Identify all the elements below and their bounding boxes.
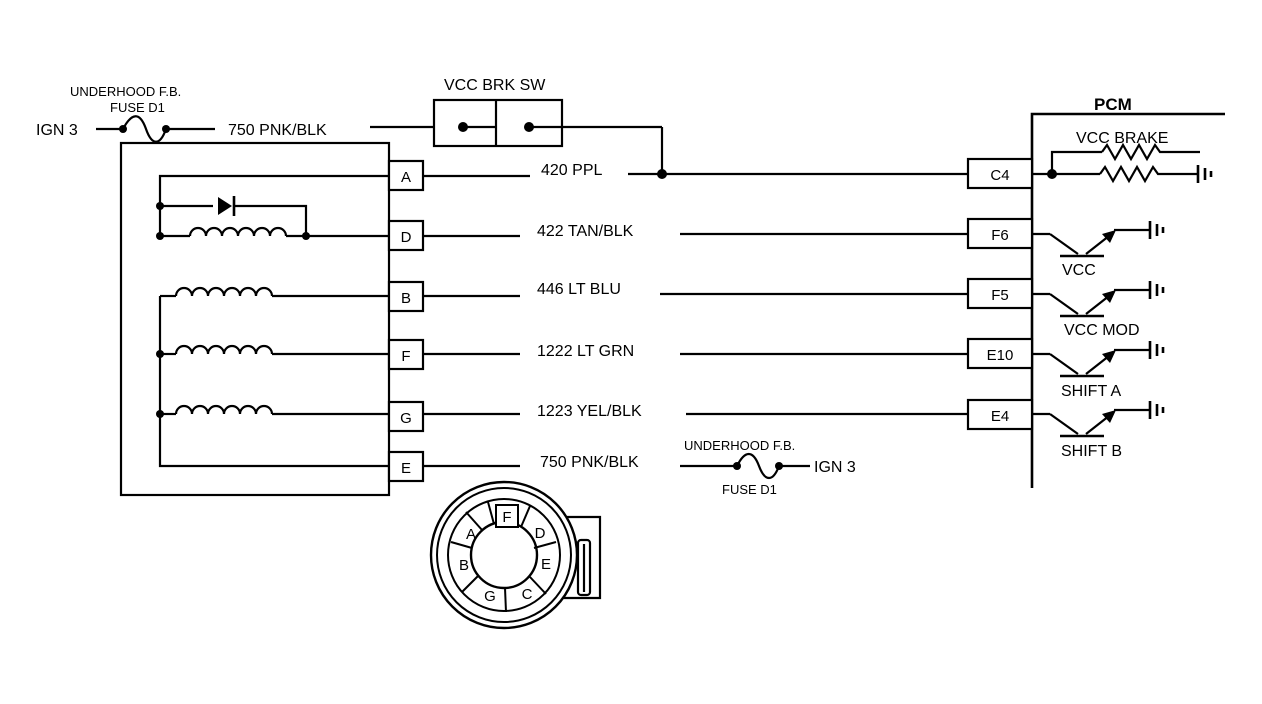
bottom-ign3-label: IGN 3 — [814, 459, 856, 476]
top-fuse-label-line2: FUSE D1 — [110, 100, 165, 115]
connector-face-view: F D E C G B A — [429, 480, 602, 630]
wire-750-label: 750 PNK/BLK — [540, 454, 639, 471]
connector-pin-box-f — [387, 338, 425, 371]
brake-switch-label: VCC BRK SW — [444, 77, 546, 94]
face-pin-d: D — [535, 525, 546, 542]
pcm-brake-resistor-lower — [1099, 164, 1198, 184]
connector-pins: A D B F G E — [387, 159, 425, 483]
pcm-module: PCM VCC BRAKE C4 F6 F5 E10 E4 — [966, 95, 1225, 488]
face-pin-f-box — [495, 504, 519, 528]
pcm-pin-box-c4 — [966, 157, 1034, 190]
pin-a-bus — [158, 174, 389, 236]
driver-shift-b: SHIFT B — [1032, 401, 1165, 460]
pcm-vcc-brake-label: VCC BRAKE — [1076, 130, 1168, 147]
top-ign3-label: IGN 3 — [36, 122, 78, 139]
pcm-pin-f6: F6 — [991, 227, 1009, 244]
solenoid-housing — [119, 141, 391, 497]
connector-pin-f: F — [401, 348, 410, 365]
connector-pin-box-g — [387, 400, 425, 433]
top-fuse-label-line1: UNDERHOOD F.B. — [70, 84, 181, 99]
pcm-title: PCM — [1094, 95, 1132, 114]
pcm-pin-e10: E10 — [987, 347, 1014, 364]
face-pin-a: A — [466, 526, 476, 543]
connector-pin-d: D — [401, 229, 412, 246]
tcc-coil — [188, 226, 288, 237]
connector-pin-e: E — [401, 460, 411, 477]
vcc-brake-switch: VCC BRK SW — [432, 77, 667, 179]
bottom-fuse-group: UNDERHOOD F.B. FUSE D1 IGN 3 — [684, 438, 856, 497]
connector-pin-a: A — [401, 169, 411, 186]
driver-shift-b-label: SHIFT B — [1061, 443, 1122, 460]
bottom-fuse-label-line1: UNDERHOOD F.B. — [684, 438, 795, 453]
pcm-pin-e4: E4 — [991, 408, 1009, 425]
connector-pin-box-b — [387, 280, 425, 313]
pcm-pin-box-e4 — [966, 398, 1034, 431]
face-center-hub — [469, 520, 539, 590]
driver-vcc-mod-label: VCC MOD — [1064, 322, 1140, 339]
brake-switch-box — [432, 98, 564, 148]
coil-g — [174, 404, 274, 415]
shift-b-ground-icon — [1148, 401, 1165, 419]
wire-422-label: 422 TAN/BLK — [537, 223, 634, 240]
wire-446-label: 446 LT BLU — [537, 281, 621, 298]
pcm-brake-ground-icon — [1196, 165, 1213, 183]
pcm-brake-upper-lead — [1050, 150, 1102, 174]
wire-1223-label: 1223 YEL/BLK — [537, 403, 642, 420]
pcm-pin-c4: C4 — [990, 167, 1009, 184]
face-ring-3 — [447, 498, 561, 612]
vcc-ground-icon — [1148, 221, 1165, 239]
connector-pin-box-e — [387, 450, 425, 483]
wire-1222-label: 1222 LT GRN — [537, 343, 634, 360]
housing-box — [119, 141, 391, 497]
driver-vcc-label: VCC — [1062, 262, 1096, 279]
diode-triangle — [218, 197, 232, 215]
face-ring-2 — [436, 487, 572, 623]
circuit-wires: 420 PPL 422 TAN/BLK 446 LT BLU 1222 LT G… — [423, 162, 968, 471]
connector-pin-g: G — [400, 410, 412, 427]
vcc-mod-ground-icon — [1148, 281, 1165, 299]
face-pin-c: C — [522, 586, 533, 603]
face-spokes — [450, 501, 557, 613]
driver-vcc-mod: VCC MOD — [1032, 281, 1165, 339]
face-pin-g: G — [484, 588, 496, 605]
top-fuse-group: UNDERHOOD F.B. FUSE D1 IGN 3 750 PNK/BLK — [36, 84, 434, 143]
pcm-pin-f5: F5 — [991, 287, 1009, 304]
top-wire-label: 750 PNK/BLK — [228, 122, 327, 139]
pcm-brake-resistor-upper — [1101, 142, 1200, 162]
diode-wire-right — [234, 204, 308, 236]
driver-vcc: VCC — [1032, 221, 1165, 279]
pcm-pin-box-e10 — [966, 337, 1034, 370]
bottom-fuse-symbol — [736, 452, 781, 480]
connector-pin-b: B — [401, 290, 411, 307]
wire-420-label: 420 PPL — [541, 162, 602, 179]
coil-f — [174, 344, 274, 355]
face-side-tab — [560, 515, 602, 600]
driver-shift-a-label: SHIFT A — [1061, 383, 1121, 400]
bottom-fuse-label-line2: FUSE D1 — [722, 482, 777, 497]
pcm-pin-box-f5 — [966, 277, 1034, 310]
coil-b — [174, 286, 274, 297]
shift-a-ground-icon — [1148, 341, 1165, 359]
top-fuse-symbol — [122, 115, 168, 143]
face-pin-b: B — [459, 557, 469, 574]
face-pin-e: E — [541, 556, 551, 573]
face-pin-f: F — [502, 509, 511, 526]
driver-shift-a: SHIFT A — [1032, 341, 1165, 400]
face-latch — [576, 538, 592, 597]
